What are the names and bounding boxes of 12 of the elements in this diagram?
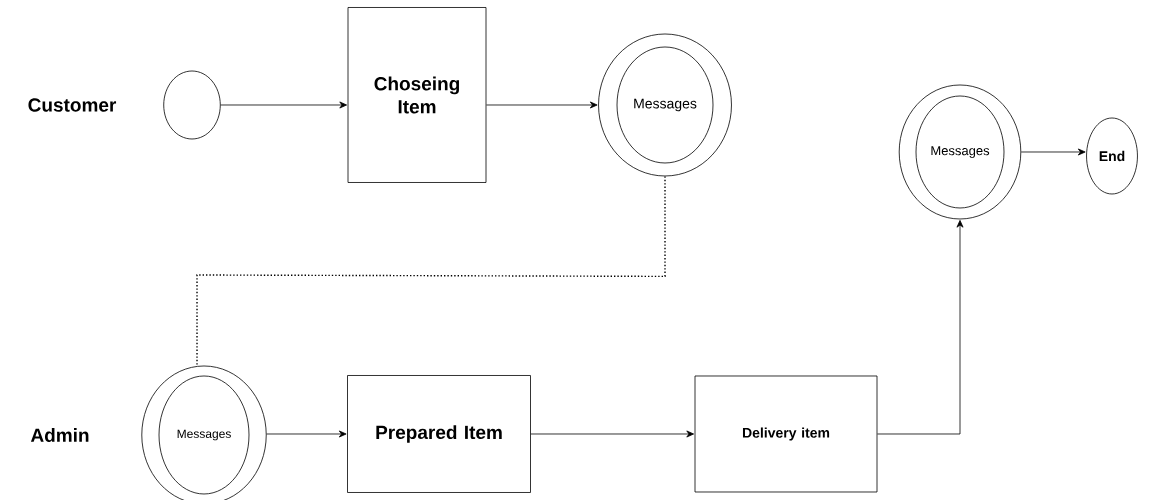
process-box: Choseing Item bbox=[347, 7, 487, 183]
state-circle bbox=[163, 70, 221, 140]
lane-label: Customer bbox=[28, 98, 117, 112]
arrow bbox=[266, 430, 347, 438]
arrow bbox=[486, 101, 598, 109]
arrow bbox=[877, 220, 964, 435]
arrow bbox=[1020, 148, 1086, 156]
arrow bbox=[220, 101, 347, 109]
lane-label: Admin bbox=[30, 428, 89, 442]
process-box: Delivery item bbox=[694, 375, 878, 493]
process-box: Prepared Item bbox=[347, 375, 531, 493]
arrow bbox=[530, 430, 694, 438]
